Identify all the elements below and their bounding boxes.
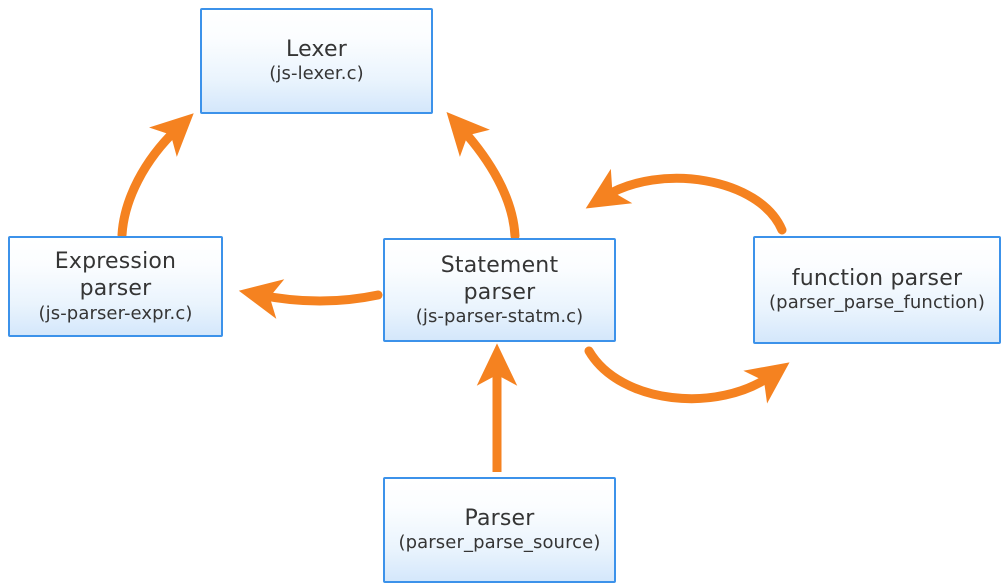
node-expression-parser-subtitle: (js-parser-expr.c) [38,302,193,324]
node-parser-subtitle: (parser_parse_source) [398,532,601,554]
node-statement-parser-title: Statement parser [440,252,559,305]
node-parser[interactable]: Parser (parser_parse_source) [383,477,616,583]
edge-statement-to-function [584,346,790,404]
node-expression-parser[interactable]: Expression parser (js-parser-expr.c) [8,236,223,337]
edge-expression-to-lexer [117,113,194,240]
node-expression-parser-title: Expression parser [54,249,177,302]
edge-statement-to-lexer [446,111,520,241]
node-lexer-subtitle: (js-lexer.c) [269,63,364,85]
node-lexer-title: Lexer [286,37,347,63]
node-parser-title: Parser [464,506,535,532]
node-function-parser-title: function parser [791,266,963,292]
edge-statement-to-expression [238,279,383,319]
node-statement-parser[interactable]: Statement parser (js-parser-statm.c) [383,238,616,342]
node-statement-parser-subtitle: (js-parser-statm.c) [415,306,584,328]
edge-function-to-statement [585,168,787,235]
node-lexer[interactable]: Lexer (js-lexer.c) [200,8,433,114]
node-function-parser[interactable]: function parser (parser_parse_function) [753,236,1001,344]
node-function-parser-subtitle: (parser_parse_function) [769,292,985,314]
